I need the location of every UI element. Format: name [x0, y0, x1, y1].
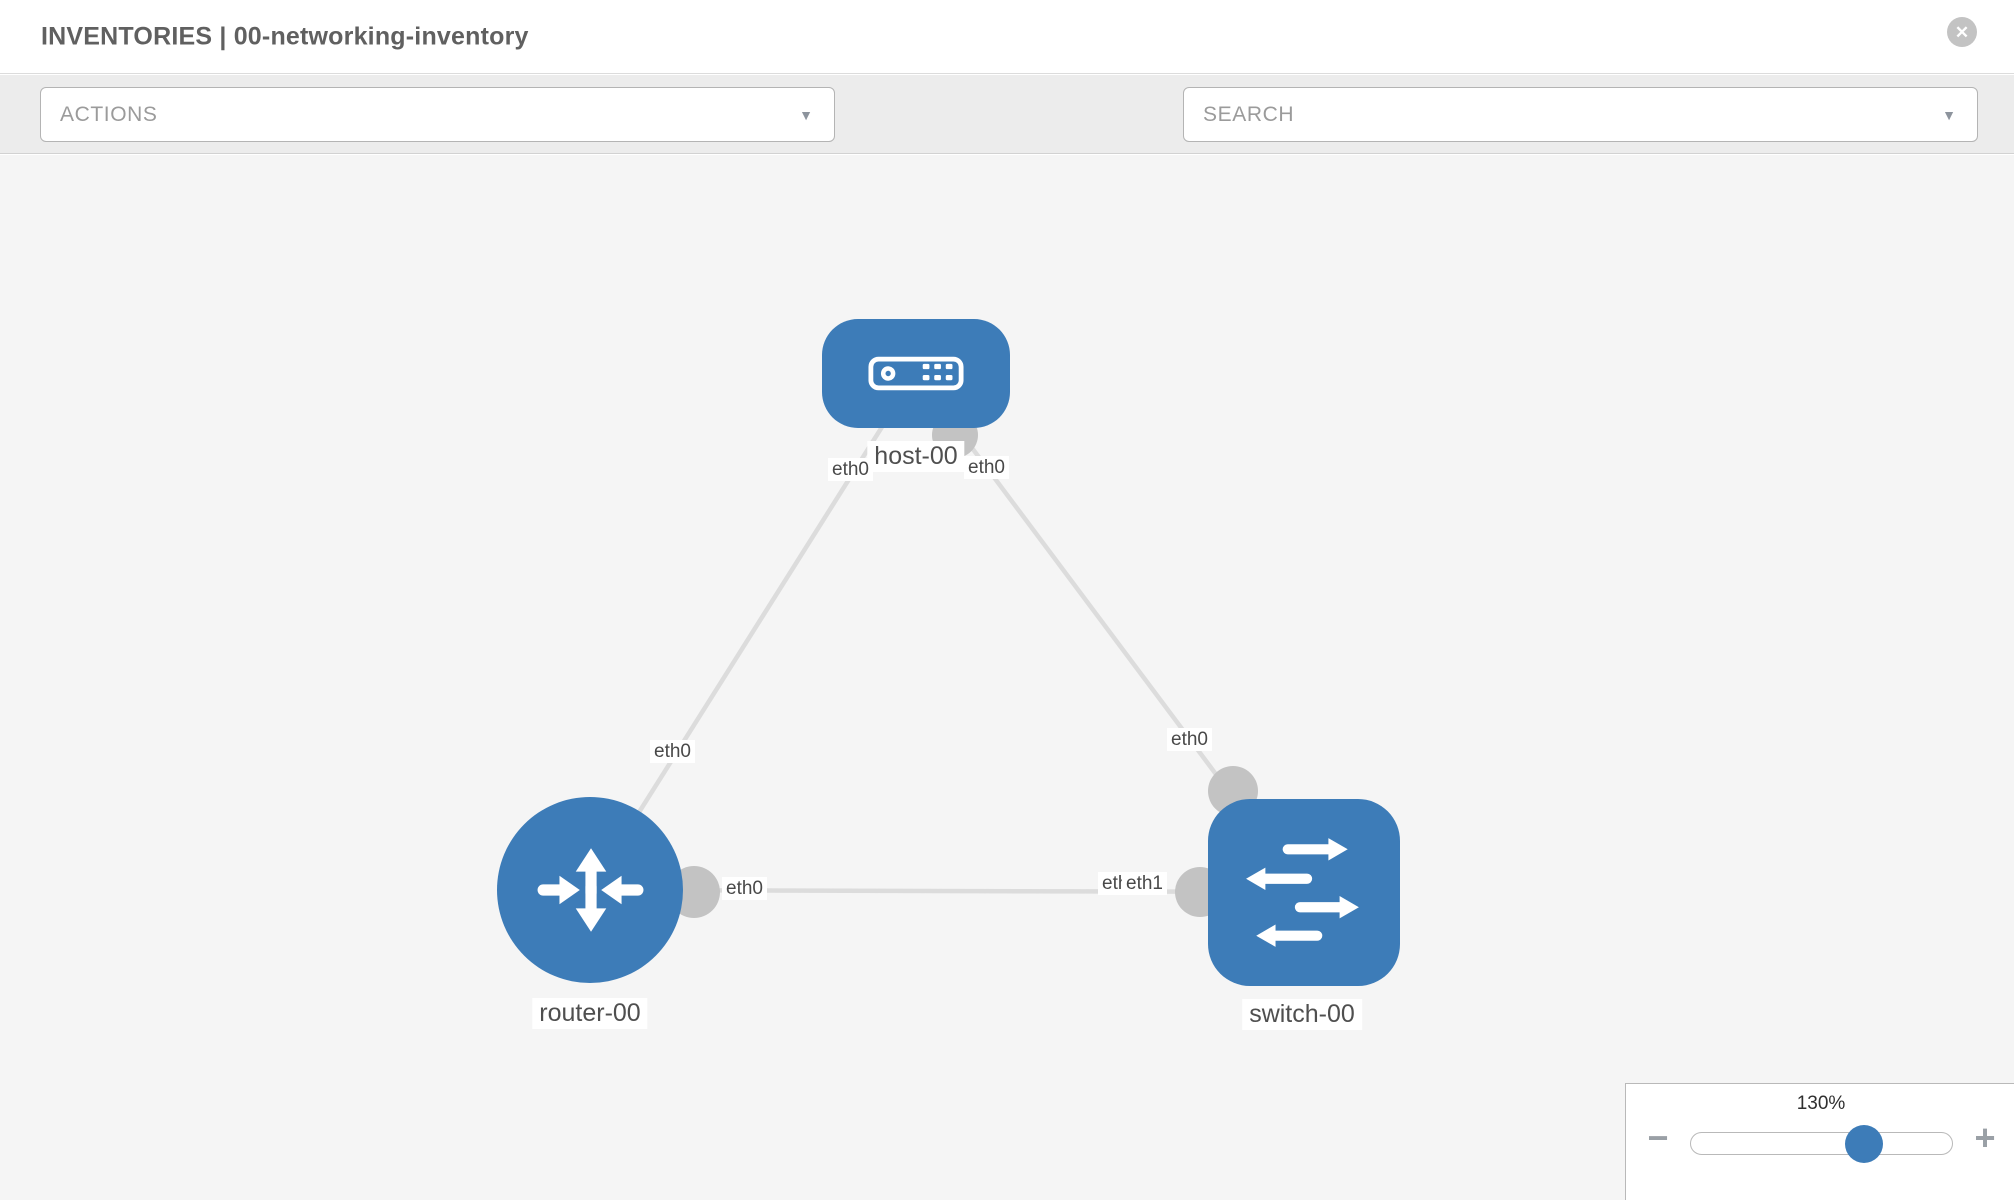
links-layer	[588, 371, 1306, 918]
actions-dropdown-label: ACTIONS	[60, 102, 158, 126]
page-title: INVENTORIES | 00-networking-inventory	[41, 22, 529, 50]
iface-label: eth0	[1167, 728, 1212, 751]
close-icon: ✕	[1954, 22, 1970, 42]
node-label-router: router-00	[532, 998, 648, 1029]
zoom-out-button[interactable]: −	[1640, 1120, 1676, 1156]
plus-icon: +	[1974, 1117, 1996, 1158]
iface-label: eth0	[828, 458, 873, 481]
zoom-slider-thumb[interactable]	[1845, 1125, 1883, 1163]
toolbar: ACTIONS ▼ SEARCH ▼	[0, 75, 2014, 209]
minus-icon: −	[1647, 1117, 1669, 1158]
search-dropdown[interactable]: SEARCH ▼	[1183, 87, 1978, 142]
node-label-switch: switch-00	[1242, 999, 1362, 1030]
iface-label: eth0	[650, 740, 695, 763]
server-icon	[868, 356, 964, 391]
zoom-panel: 130% − +	[1625, 1083, 2014, 1200]
iface-label: eth1	[1122, 872, 1167, 895]
zoom-slider-track[interactable]	[1690, 1132, 1953, 1155]
caret-down-icon: ▼	[1942, 106, 1956, 123]
iface-label: eth0	[722, 877, 767, 900]
node-switch-00[interactable]	[1208, 799, 1400, 986]
modal-header: INVENTORIES | 00-networking-inventory ✕	[0, 0, 2014, 74]
iface-label: eth0	[964, 456, 1009, 479]
node-label-host: host-00	[867, 441, 965, 472]
switch-icon	[1243, 832, 1365, 954]
node-router-00[interactable]	[497, 797, 683, 983]
caret-down-icon: ▼	[799, 106, 813, 123]
zoom-level-label: 130%	[1796, 1093, 1846, 1114]
topology-canvas[interactable]: host-00 router-00 switch-00 eth0 eth0 et…	[0, 155, 2014, 1200]
router-icon	[534, 834, 646, 946]
actions-dropdown[interactable]: ACTIONS ▼	[40, 87, 835, 142]
close-button[interactable]: ✕	[1947, 17, 1977, 47]
search-dropdown-label: SEARCH	[1203, 102, 1295, 126]
node-host-00[interactable]	[822, 319, 1010, 428]
zoom-in-button[interactable]: +	[1967, 1120, 2003, 1156]
